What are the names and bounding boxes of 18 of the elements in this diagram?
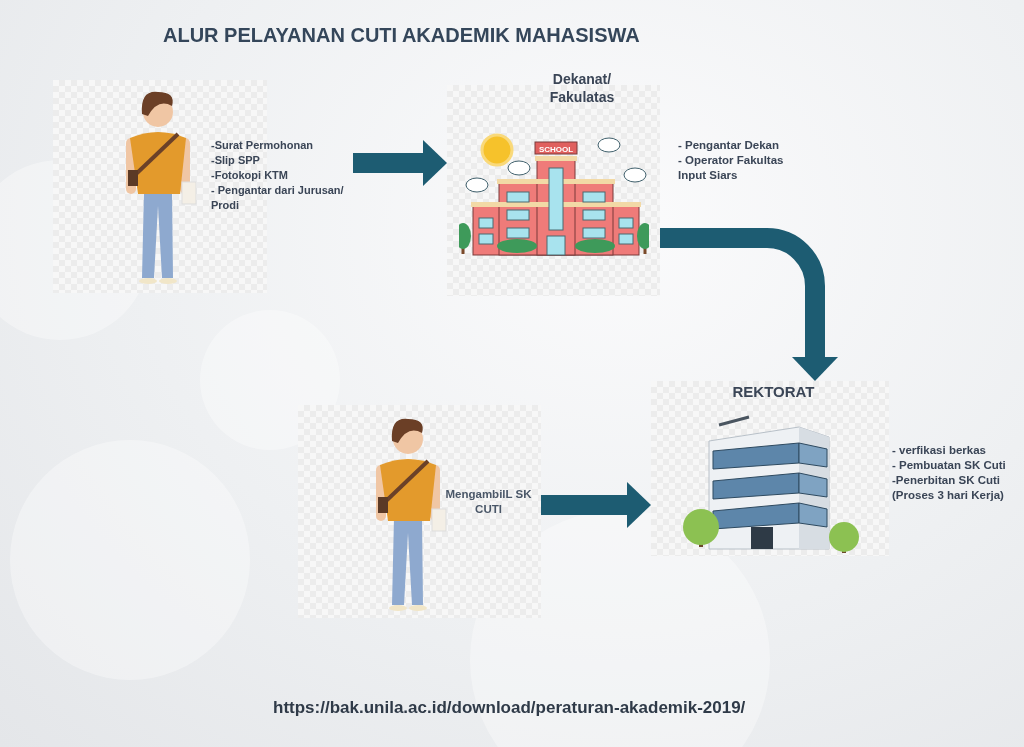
node-heading: MengambilL SK CUTI bbox=[444, 487, 533, 517]
node-heading: Dekanat/ Fakulatas bbox=[548, 70, 616, 106]
list-item: - Operator Fakultas Input Siars bbox=[678, 153, 785, 183]
source-link: https://bak.unila.ac.id/download/peraturan-akademik-2019/ bbox=[273, 698, 746, 718]
list-item: - Pengantar dari Jurusan/ Prodi bbox=[211, 183, 345, 213]
list-item: - Pembuatan SK Cuti bbox=[892, 458, 1007, 473]
diagram-title: ALUR PELAYANAN CUTI AKADEMIK MAHASISWA bbox=[163, 24, 640, 47]
list-item: -Fotokopi KTM bbox=[211, 168, 289, 183]
list-item: -Slip SPP bbox=[211, 153, 261, 168]
node-heading: REKTORAT bbox=[731, 383, 816, 401]
arrow bbox=[353, 140, 447, 186]
list-item: -Surat Permohonan bbox=[211, 138, 315, 153]
list-item: - Pengantar Dekan bbox=[678, 138, 780, 153]
arrow bbox=[660, 228, 838, 381]
list-item: - verfikasi berkas bbox=[892, 443, 987, 458]
sign-text: SCHOOL bbox=[538, 144, 574, 154]
arrow bbox=[541, 482, 651, 528]
list-item: -Penerbitan SK Cuti (Proses 3 hari Kerja) bbox=[892, 473, 1005, 503]
